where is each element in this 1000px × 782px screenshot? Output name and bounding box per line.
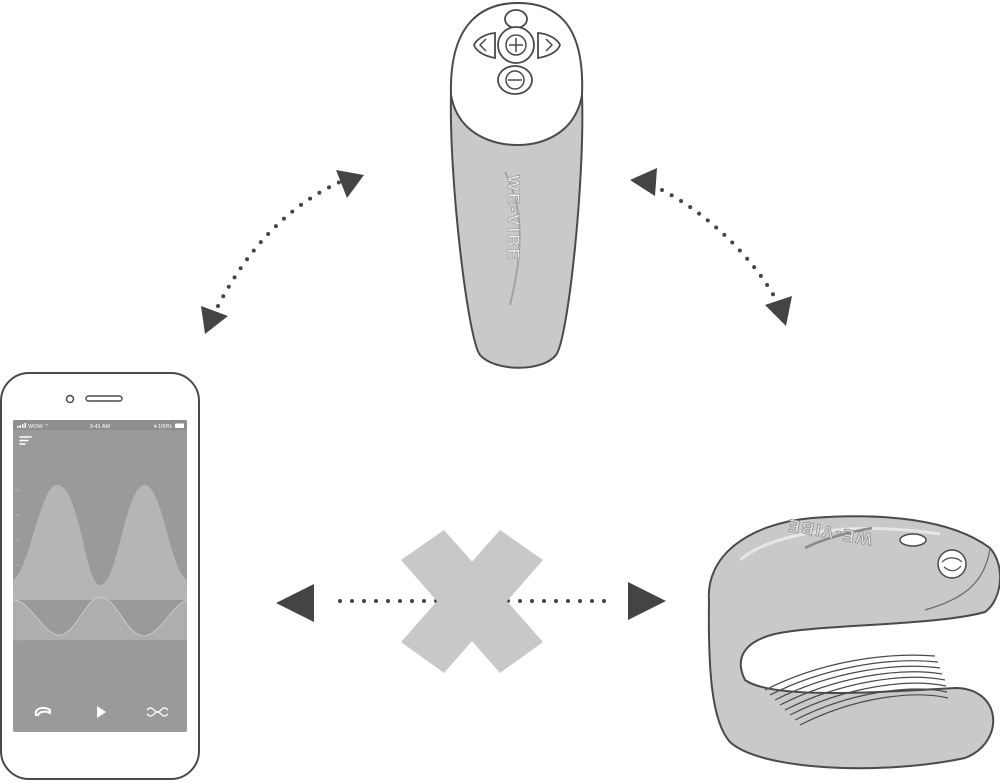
remote-brand-logo: WE-VIBE: [504, 175, 523, 262]
left-button[interactable]: [473, 32, 496, 60]
device-top-highlight: [739, 527, 941, 562]
device-button-oval[interactable]: [899, 533, 927, 547]
device-ribs: [764, 654, 949, 726]
device-swoosh: [804, 526, 873, 550]
status-battery: 100%: [158, 424, 172, 430]
no-connection-cross-icon: [401, 530, 543, 673]
device-button-round[interactable]: [937, 549, 967, 579]
device-body: [707, 515, 1000, 770]
arrowhead-to-phone-left: [276, 584, 314, 622]
right-button[interactable]: [537, 32, 561, 60]
dotted-arc-remote-device: [660, 188, 776, 298]
phone-speaker: [85, 395, 123, 402]
dotted-arc-phone-remote: [216, 180, 342, 308]
arrowhead-to-phone: [201, 306, 228, 334]
connection-phone-device-blocked: [276, 530, 666, 673]
remote-control: WE-VIBE: [449, 1, 584, 369]
power-button[interactable]: [504, 9, 528, 29]
arrowhead-to-remote: [336, 170, 364, 198]
smartphone: WOW ⌔ 9:41 AM ∗ 100%: [0, 372, 200, 780]
arrowhead-to-remote-right: [630, 168, 657, 196]
signal-icon: [17, 423, 26, 428]
connection-phone-remote: [201, 170, 364, 334]
device-icon[interactable]: [34, 706, 51, 716]
connection-remote-device: [630, 168, 792, 326]
bluetooth-icon: ∗: [153, 424, 158, 430]
wave-graph-lower: [13, 597, 187, 640]
status-bar: WOW ⌔ 9:41 AM ∗ 100%: [17, 423, 184, 430]
play-icon[interactable]: [97, 706, 106, 718]
status-time: 9:41 AM: [90, 424, 111, 430]
couples-vibrator: WE-VIBE: [707, 515, 1000, 770]
remote-swoosh: [504, 171, 521, 306]
arrowhead-to-device: [765, 296, 792, 326]
wave-baseline: [13, 596, 187, 637]
phone-camera: [65, 394, 75, 404]
wave-modes-icon[interactable]: [146, 707, 169, 717]
plus-icon: [509, 38, 523, 52]
remote-button-glyphs: [478, 34, 554, 90]
remote-lower-body: [449, 94, 584, 369]
right-arrow-icon: [545, 38, 554, 52]
battery-icon: [175, 423, 184, 428]
arrowhead-to-device-right: [628, 582, 666, 620]
wave-graph-upper: [13, 485, 187, 600]
left-arrow-icon: [478, 38, 487, 52]
wifi-icon: ⌔: [44, 424, 49, 430]
device-inner-edge: [924, 547, 991, 611]
phone-screen: [13, 420, 187, 732]
hamburger-icon[interactable]: [19, 436, 32, 445]
scale-ticks: [15, 489, 20, 641]
status-carrier: WOW: [28, 424, 43, 430]
